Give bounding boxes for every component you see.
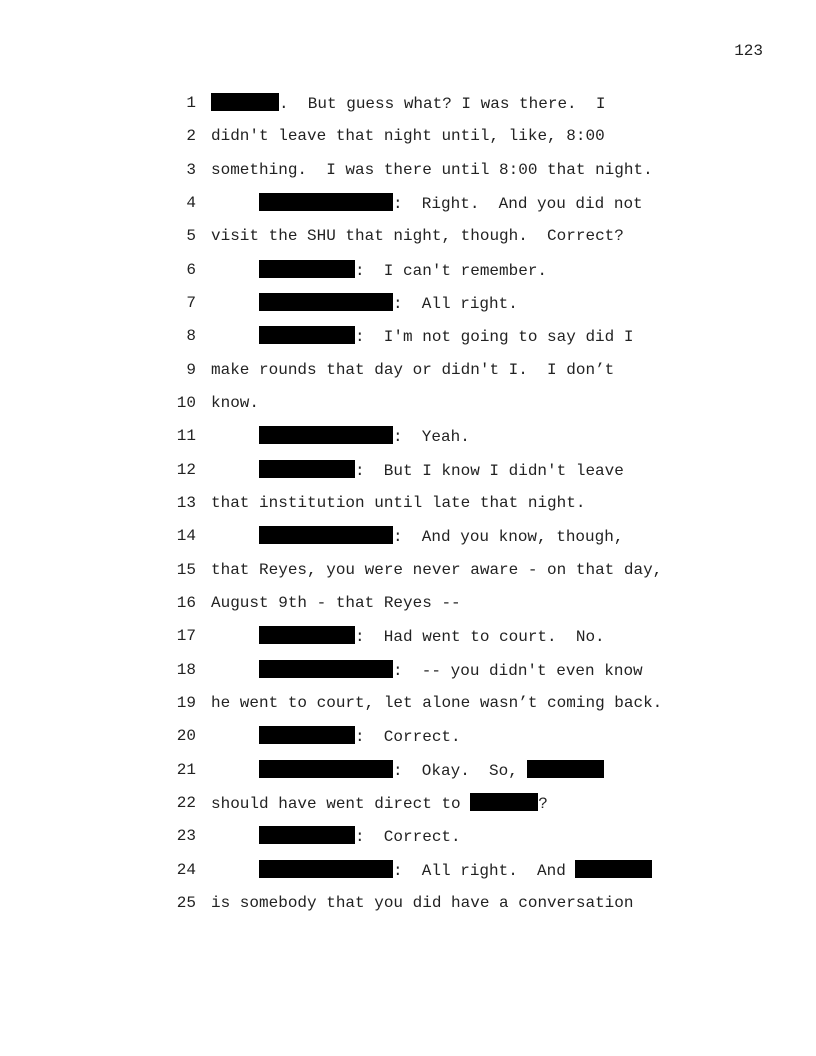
line-text: that Reyes, you were never aware - on th… xyxy=(211,560,662,580)
redaction-box xyxy=(259,759,393,778)
text-segment: August 9th - that Reyes -- xyxy=(211,593,461,612)
redaction-box xyxy=(259,526,393,545)
line-text: : I can't remember. xyxy=(259,259,548,281)
line-number: 6 xyxy=(186,260,196,279)
redaction-box xyxy=(527,759,605,778)
text-segment: he went to court, let alone wasn’t comin… xyxy=(211,693,663,712)
redaction-box xyxy=(259,626,355,645)
text-segment: that institution until late that night. xyxy=(211,493,586,512)
text-segment: ? xyxy=(538,794,548,813)
text-segment: something. I was there until 8:00 that n… xyxy=(211,160,653,179)
redaction-box xyxy=(470,792,539,811)
line-number: 1 xyxy=(186,94,196,112)
line-number: 16 xyxy=(176,593,196,612)
line-text: know. xyxy=(211,393,259,413)
text-segment: : I can't remember. xyxy=(355,261,548,280)
text-segment: should have went direct to xyxy=(211,794,471,813)
text-segment: that Reyes, you were never aware - on th… xyxy=(211,560,663,579)
redaction-box xyxy=(259,292,393,311)
line-number: 4 xyxy=(186,193,196,212)
line-number: 7 xyxy=(186,293,196,312)
line-number: 20 xyxy=(176,727,196,746)
text-segment: . But guess what? I was there. I xyxy=(279,95,606,113)
text-segment: : Had went to court. No. xyxy=(355,628,605,647)
line-number: 25 xyxy=(176,893,196,912)
text-segment: is somebody that you did have a conversa… xyxy=(211,893,634,912)
line-text: is somebody that you did have a conversa… xyxy=(211,893,633,913)
line-text: that institution until late that night. xyxy=(211,493,585,513)
line-text: : All right. xyxy=(259,292,518,314)
redaction-box xyxy=(259,826,355,845)
text-segment: : Yeah. xyxy=(393,428,470,447)
line-text: : Okay. So, xyxy=(259,759,605,781)
text-segment: make rounds that day or didn't I. I don’… xyxy=(211,360,615,379)
line-number: 17 xyxy=(176,627,196,646)
line-text: : All right. And xyxy=(259,859,653,881)
line-number: 14 xyxy=(176,527,196,546)
line-text: make rounds that day or didn't I. I don’… xyxy=(211,360,614,380)
text-segment: : I'm not going to say did I xyxy=(355,328,634,347)
redaction-box xyxy=(259,326,355,345)
line-number: 18 xyxy=(176,660,196,679)
redaction-box xyxy=(259,659,393,678)
line-text: : But I know I didn't leave xyxy=(259,459,624,481)
text-segment: : But I know I didn't leave xyxy=(355,461,624,480)
line-number: 15 xyxy=(176,560,196,579)
line-number: 11 xyxy=(176,427,196,446)
line-text: visit the SHU that night, though. Correc… xyxy=(211,226,624,246)
redaction-box xyxy=(259,459,355,478)
text-segment: : All right. And xyxy=(393,861,576,880)
redaction-box xyxy=(211,93,279,111)
redaction-box xyxy=(259,726,355,745)
line-number: 13 xyxy=(176,493,196,512)
line-number: 8 xyxy=(186,327,196,346)
text-segment: : Correct. xyxy=(355,728,461,747)
line-text: didn't leave that night until, like, 8:0… xyxy=(211,126,605,146)
line-text: . But guess what? I was there. I xyxy=(211,93,605,114)
redaction-box xyxy=(259,426,393,445)
text-segment: : Right. And you did not xyxy=(393,194,643,213)
line-number: 22 xyxy=(176,793,196,812)
line-text: : Correct. xyxy=(259,726,461,747)
line-number: 12 xyxy=(176,460,196,479)
line-number: 24 xyxy=(176,860,196,879)
line-text: : Right. And you did not xyxy=(259,192,643,214)
line-number: 2 xyxy=(186,127,196,146)
line-text: : Correct. xyxy=(259,826,461,847)
redaction-box xyxy=(259,192,393,211)
redaction-box xyxy=(259,859,393,878)
redaction-box xyxy=(259,259,355,278)
line-text: should have went direct to ? xyxy=(211,792,548,814)
text-segment: : And you know, though, xyxy=(393,528,624,547)
text-segment: : Okay. So, xyxy=(393,761,528,780)
redaction-box xyxy=(575,859,653,878)
line-text: he went to court, let alone wasn’t comin… xyxy=(211,693,662,713)
line-text: : And you know, though, xyxy=(259,526,623,547)
line-number: 3 xyxy=(186,160,196,179)
line-text: : I'm not going to say did I xyxy=(259,326,633,347)
line-text: : Had went to court. No. xyxy=(259,626,605,647)
line-number: 23 xyxy=(176,827,196,846)
line-text: : -- you didn't even know xyxy=(259,659,643,681)
text-segment: : Correct. xyxy=(355,828,461,847)
line-text: something. I was there until 8:00 that n… xyxy=(211,160,653,180)
text-segment: didn't leave that night until, like, 8:0… xyxy=(211,127,605,146)
text-segment: visit the SHU that night, though. Correc… xyxy=(211,227,624,246)
line-number: 9 xyxy=(186,360,196,379)
text-segment: : -- you didn't even know xyxy=(393,661,643,680)
line-number: 5 xyxy=(186,227,196,246)
text-segment: : All right. xyxy=(393,294,518,313)
text-segment: know. xyxy=(211,393,260,412)
line-text: August 9th - that Reyes -- xyxy=(211,593,461,613)
line-number: 21 xyxy=(176,760,196,779)
page-number: 123 xyxy=(734,42,763,60)
line-number: 10 xyxy=(176,393,196,412)
line-text: : Yeah. xyxy=(259,426,470,447)
line-number: 19 xyxy=(176,693,196,712)
